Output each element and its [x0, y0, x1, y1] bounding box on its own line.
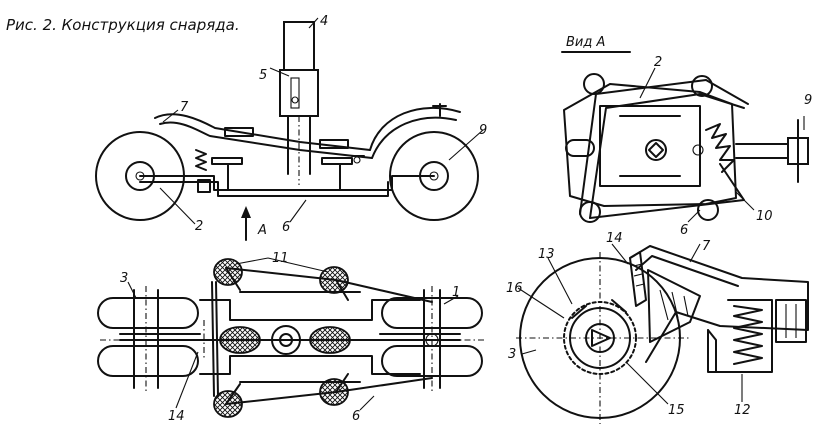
label-side-9: 9 [479, 123, 487, 138]
label-detail-12: 12 [734, 403, 751, 418]
label-viewa-10: 10 [756, 209, 773, 224]
detail-view: 14 7 13 16 3 15 12 [506, 231, 809, 424]
side-frame [139, 103, 461, 197]
view-a: Вид А 2 9 10 6 [561, 35, 812, 238]
label-viewa-2: 2 [654, 55, 662, 70]
side-post [279, 21, 319, 185]
label-detail-14: 14 [606, 231, 623, 246]
arrow-a-label: А [257, 223, 267, 238]
label-detail-7: 7 [702, 239, 711, 254]
label-side-4: 4 [320, 14, 328, 29]
label-side-7: 7 [180, 100, 189, 115]
view-a-title: Вид А [566, 35, 605, 50]
label-top-3: 3 [120, 271, 128, 286]
label-detail-13: 13 [538, 247, 555, 262]
label-detail-15: 15 [668, 403, 685, 418]
label-top-11: 11 [272, 251, 289, 266]
label-viewa-9: 9 [804, 93, 812, 108]
label-detail-16: 16 [506, 281, 523, 296]
view-a-arrow: А [241, 206, 267, 241]
label-viewa-6: 6 [680, 223, 688, 238]
label-detail-3: 3 [508, 347, 516, 362]
figure-caption: Рис. 2. Конструкция снаряда. [6, 16, 240, 34]
label-top-1: 1 [452, 285, 460, 300]
label-side-2: 2 [195, 219, 203, 234]
side-view: А 4 5 7 9 2 6 [95, 14, 487, 241]
label-side-6: 6 [282, 220, 290, 235]
label-top-6: 6 [352, 409, 360, 424]
label-side-5: 5 [259, 68, 267, 83]
top-view: 11 3 1 14 6 [97, 251, 486, 424]
label-top-14: 14 [168, 409, 185, 424]
